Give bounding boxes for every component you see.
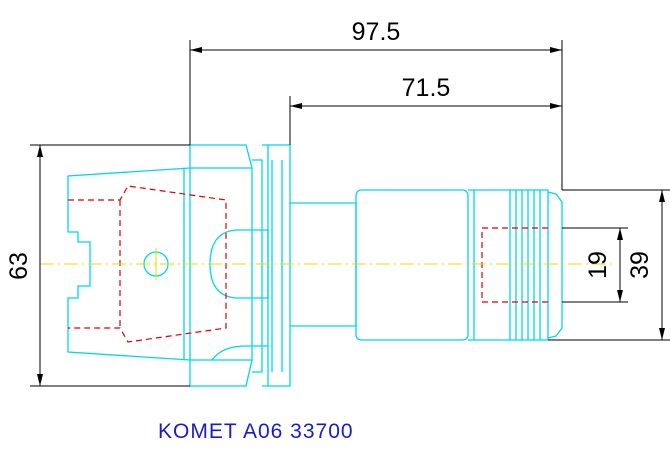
thread-end <box>547 191 563 339</box>
flange-outline <box>189 144 253 387</box>
shank-body <box>355 189 469 341</box>
groove-2 <box>262 144 269 387</box>
dim-text-shank-dia: 39 <box>626 251 654 279</box>
drive-slot <box>209 229 269 299</box>
hidden-bore-thread <box>481 227 548 303</box>
tool-outline <box>67 144 563 387</box>
groove-3 <box>268 144 291 387</box>
dim-text-overall: 97.5 <box>352 18 401 46</box>
dim-text-head: 63 <box>5 252 33 280</box>
groove-1 <box>252 159 263 373</box>
dim-text-bore: 19 <box>584 251 612 279</box>
key-slot-bottom <box>211 345 268 361</box>
part-caption: KOMET A06 33700 <box>158 420 354 443</box>
thread-body <box>468 189 549 341</box>
dimensions <box>30 40 670 387</box>
dim-text-shank: 71.5 <box>402 74 451 102</box>
